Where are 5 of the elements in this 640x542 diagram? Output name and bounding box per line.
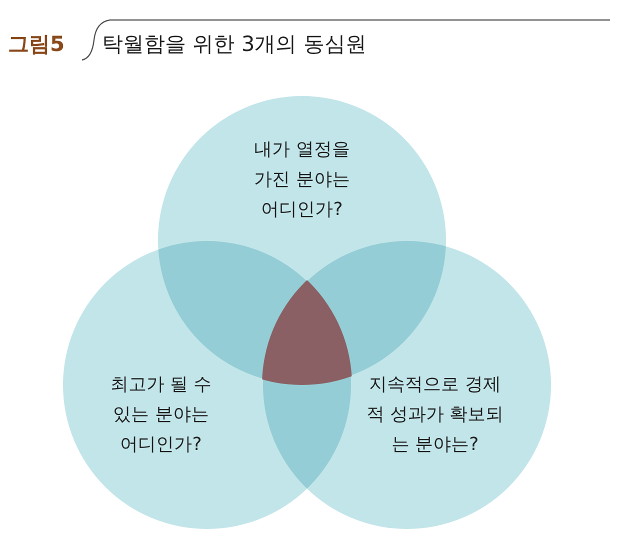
title: 탁월함을 위한 3개의 동심원 <box>102 31 366 58</box>
figure-number: 그림5 <box>8 31 65 58</box>
circle-label: 지속적으로 경제적 성과가 확보되는 분야는? <box>365 373 505 457</box>
circle-label: 최고가 될 수 있는 분야는 어디인가? <box>109 373 213 457</box>
circle-label: 내가 열정을 가진 분야는 어디인가? <box>253 138 351 222</box>
